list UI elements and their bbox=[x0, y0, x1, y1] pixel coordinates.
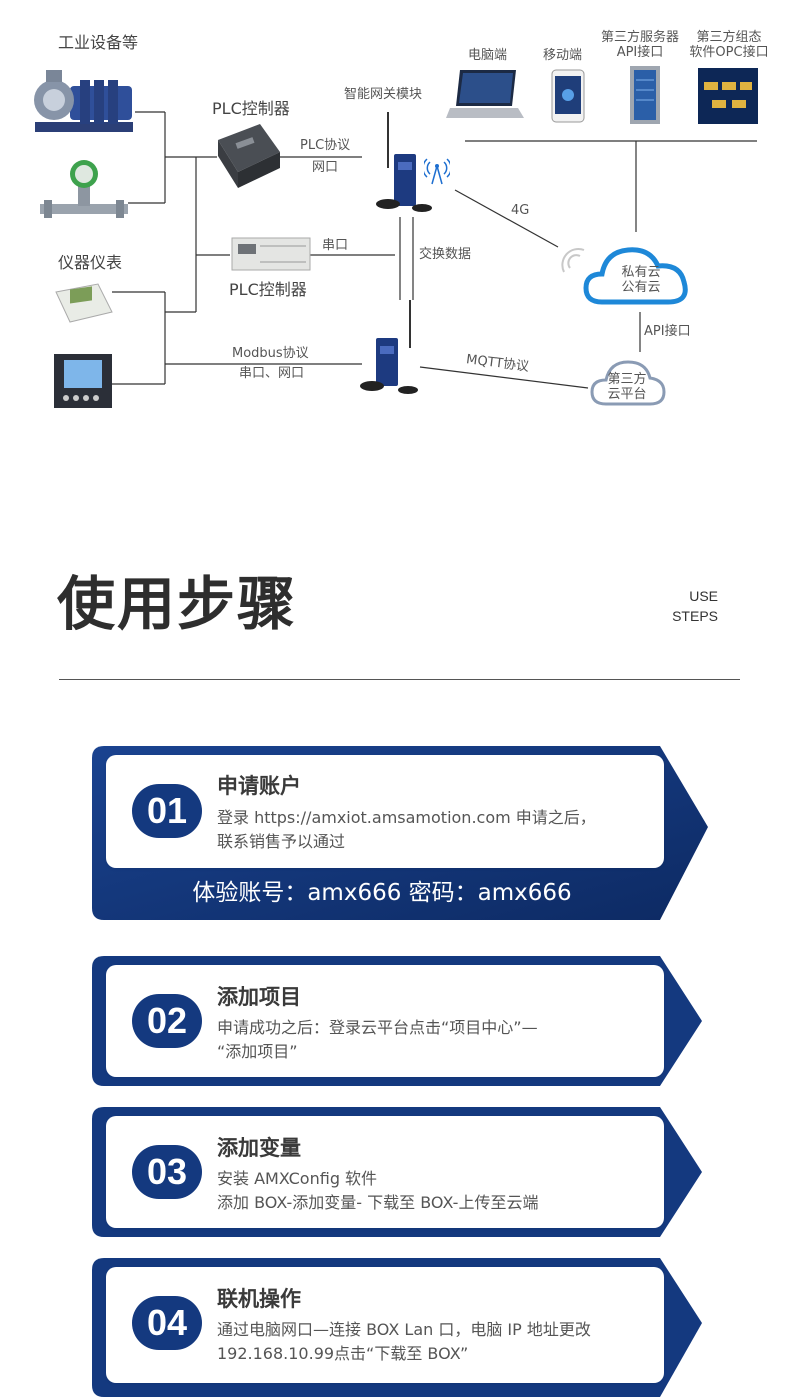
flowmeter-image bbox=[40, 160, 128, 218]
section-en-line2: STEPS bbox=[672, 608, 718, 624]
third-cloud-line2: 云平台 bbox=[607, 387, 647, 402]
step-3: 03 添加变量 安装 AMXConfig 软件 添加 BOX-添加变量- 下载至… bbox=[92, 1107, 712, 1237]
server-cabinet-image bbox=[630, 66, 660, 124]
gateway-module-image bbox=[376, 112, 432, 212]
instruments-label: 仪器仪表 bbox=[58, 253, 123, 272]
section-title: 使用步骤 bbox=[57, 570, 298, 638]
step-3-desc-line2: 添加 BOX-添加变量- 下载至 BOX-上传至云端 bbox=[217, 1193, 539, 1212]
third-server-line1: 第三方服务器 bbox=[600, 30, 679, 45]
step-3-number: 03 bbox=[132, 1145, 202, 1199]
plc-top-label: PLC控制器 bbox=[212, 99, 290, 118]
section-divider bbox=[59, 679, 740, 680]
step-4: 04 联机操作 通过电脑网口—连接 BOX Lan 口，电脑 IP 地址更改 1… bbox=[92, 1258, 712, 1397]
step-3-title: 添加变量 bbox=[217, 1136, 301, 1160]
iot-architecture-diagram: 工业设备等 仪器仪表 PLC控制器 PLC控制器 PLC协议 网口 串口 智能网… bbox=[0, 0, 790, 470]
third-scada-line2: 软件OPC接口 bbox=[689, 45, 769, 60]
third-party-cloud-icon bbox=[590, 360, 666, 406]
step-2-desc-line1: 申请成功之后：登录云平台点击“项目中心”— bbox=[217, 1018, 538, 1037]
step-1-desc-line2: 联系销售予以通过 bbox=[217, 832, 346, 851]
private-cloud-icon bbox=[561, 247, 688, 305]
third-scada-line1: 第三方组态 bbox=[696, 30, 762, 45]
mobile-label: 移动端 bbox=[543, 48, 583, 63]
step-1-number: 01 bbox=[132, 784, 202, 838]
api-port-label: API接口 bbox=[644, 324, 691, 339]
cloud-label: 私有云 公有云 bbox=[606, 265, 676, 295]
step-2: 02 添加项目 申请成功之后：登录云平台点击“项目中心”— “添加项目” bbox=[92, 956, 712, 1086]
serial-ethernet-label: 串口、网口 bbox=[239, 366, 305, 381]
ethernet-label: 网口 bbox=[312, 160, 339, 175]
4g-label: 4G bbox=[511, 203, 530, 218]
step-2-desc-line2: “添加项目” bbox=[217, 1042, 298, 1061]
digital-meter-image bbox=[55, 283, 113, 323]
industrial-equipment-label: 工业设备等 bbox=[58, 33, 139, 52]
section-english-title: USE STEPS bbox=[640, 586, 718, 626]
plc-controller-image bbox=[218, 124, 280, 188]
serial-label: 串口 bbox=[322, 238, 349, 253]
third-server-label: 第三方服务器 API接口 bbox=[596, 30, 684, 60]
private-cloud-label: 私有云 bbox=[621, 265, 661, 280]
third-server-line2: API接口 bbox=[616, 45, 664, 60]
step-4-number: 04 bbox=[132, 1296, 202, 1350]
gateway-label: 智能网关模块 bbox=[344, 87, 423, 102]
step-4-desc-line2: 192.168.10.99点击“下载至 BOX” bbox=[217, 1344, 469, 1363]
modbus-label: Modbus协议 bbox=[232, 346, 309, 361]
laptop-pc-image bbox=[446, 70, 524, 118]
step-2-title: 添加项目 bbox=[217, 985, 301, 1009]
section-en-line1: USE bbox=[689, 588, 718, 604]
plc-controller-image bbox=[231, 237, 311, 271]
step-4-desc-line1: 通过电脑网口—连接 BOX Lan 口，电脑 IP 地址更改 bbox=[217, 1320, 591, 1339]
diagram-lines bbox=[112, 111, 757, 389]
third-cloud-label: 第三方 云平台 bbox=[592, 372, 662, 402]
step-4-title: 联机操作 bbox=[217, 1287, 301, 1311]
third-scada-label: 第三方组态 软件OPC接口 bbox=[686, 30, 772, 60]
industrial-pump-image bbox=[34, 70, 133, 132]
exchange-data-label: 交换数据 bbox=[419, 247, 472, 262]
step-2-number: 02 bbox=[132, 994, 202, 1048]
trial-account-text: 体验账号：amx666 密码：amx666 bbox=[192, 880, 572, 906]
step-1-title: 申请账户 bbox=[217, 774, 301, 798]
plc-bottom-label: PLC控制器 bbox=[229, 280, 307, 299]
mobile-phone-image bbox=[551, 69, 585, 123]
step-1-desc-line1: 登录 https://amxiot.amsamotion.com 申请之后， bbox=[217, 808, 596, 827]
step-1: 01 申请账户 登录 https://amxiot.amsamotion.com… bbox=[92, 746, 712, 920]
gateway-module-image bbox=[360, 300, 418, 394]
power-meter-image bbox=[54, 354, 112, 408]
step-3-desc-line1: 安装 AMXConfig 软件 bbox=[217, 1169, 378, 1188]
scada-software-screen-image bbox=[698, 68, 758, 124]
pc-label: 电脑端 bbox=[468, 48, 508, 63]
public-cloud-label: 公有云 bbox=[621, 280, 661, 295]
third-cloud-line1: 第三方 bbox=[607, 372, 647, 387]
wireless-signal-icon bbox=[424, 158, 450, 185]
plc-protocol-label: PLC协议 bbox=[300, 138, 351, 153]
